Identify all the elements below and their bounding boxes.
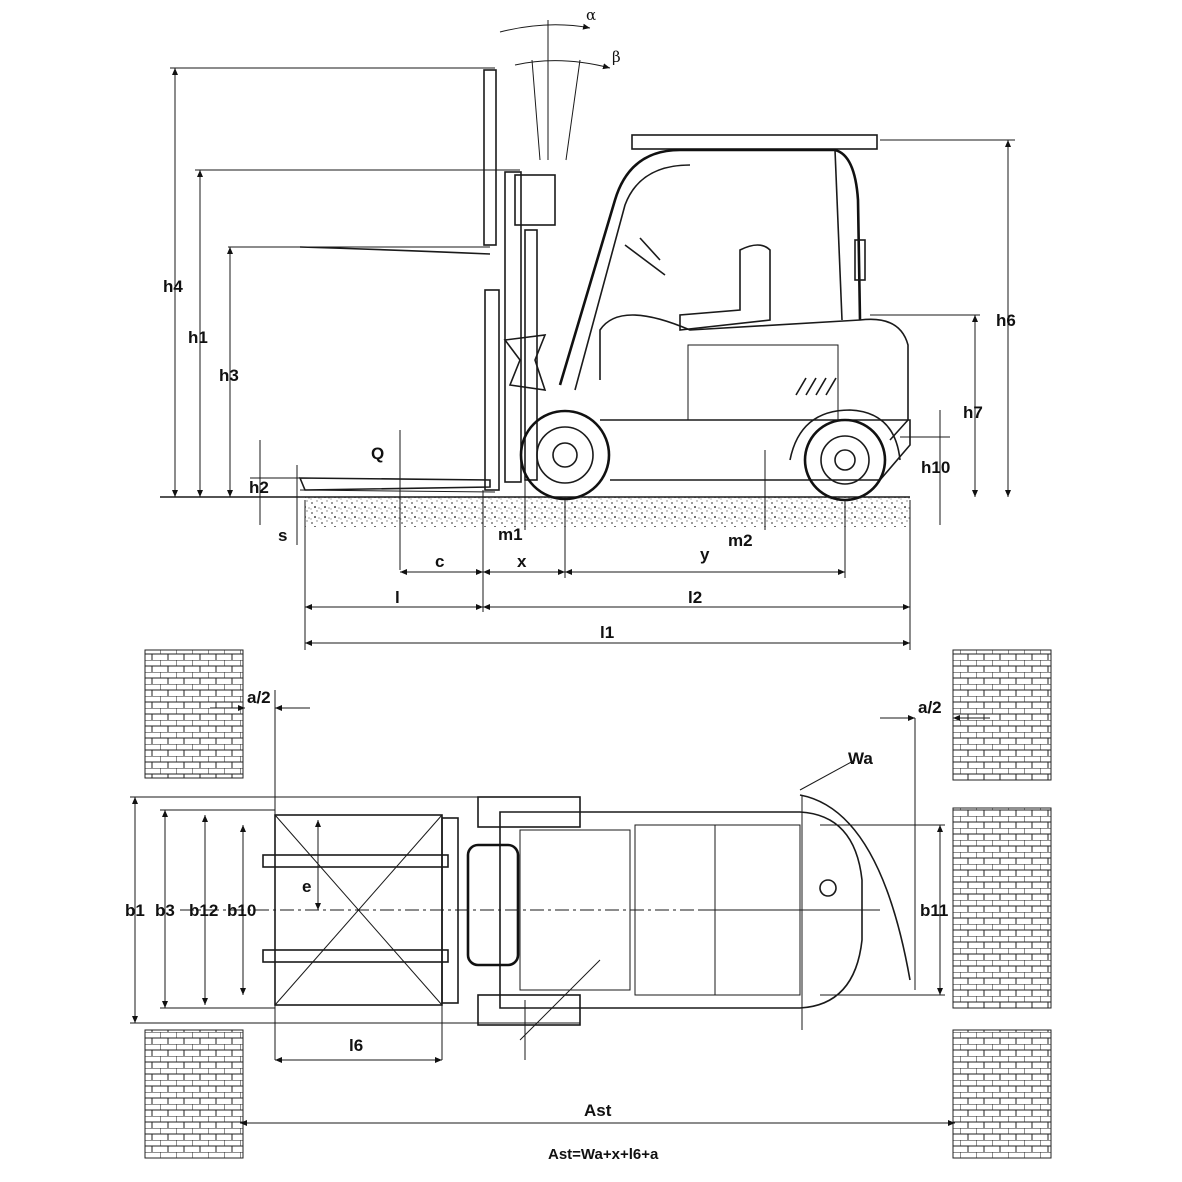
c-label: c	[435, 552, 444, 571]
mast	[484, 171, 556, 491]
side-view: α β	[160, 6, 1016, 650]
m2-label: m2	[728, 531, 753, 550]
a2-right-label: a/2	[918, 698, 942, 717]
raised-forks	[170, 67, 520, 255]
horizontal-dimensions: c x y l l2 l1	[304, 490, 911, 650]
x-label: x	[517, 552, 527, 571]
l-label: l	[395, 588, 400, 607]
l6-label: l6	[349, 1036, 363, 1055]
a2-left-label: a/2	[247, 688, 271, 707]
h10-label: h10	[921, 458, 950, 477]
beta-label: β	[612, 48, 621, 66]
vertical-dimensions: h4 h1 h3 h2 s Q m1 m2 h6 h7 h10	[163, 68, 1016, 570]
y-label: y	[700, 545, 710, 564]
s-label: s	[278, 526, 287, 545]
alpha-label: α	[586, 6, 596, 24]
b1-label: b1	[125, 901, 145, 920]
b12-label: b12	[189, 901, 218, 920]
top-view-dimensions: a/2 a/2 Wa b1 b3 b12 b10 e l6 b11 Ast As…	[125, 688, 990, 1163]
front-wheel	[519, 409, 611, 501]
b10-label: b10	[227, 901, 256, 920]
rack-bottom-left	[144, 1029, 244, 1159]
l1-label: l1	[600, 623, 614, 642]
b11-label: b11	[920, 901, 948, 920]
l2-label: l2	[688, 588, 702, 607]
forks	[298, 477, 496, 493]
h4-label: h4	[163, 277, 183, 296]
ast-formula: Ast=Wa+x+l6+a	[548, 1146, 659, 1163]
e-label: e	[302, 877, 311, 896]
truck-body	[558, 134, 911, 481]
h6-label: h6	[996, 311, 1016, 330]
h3-label: h3	[219, 366, 239, 385]
h2-label: h2	[249, 478, 269, 497]
rear-wheel	[789, 409, 901, 502]
truck-top-outline	[441, 794, 911, 1060]
m1-label: m1	[498, 525, 523, 544]
h7-label: h7	[963, 403, 983, 422]
wa-label: Wa	[848, 749, 873, 768]
h1-label: h1	[188, 328, 208, 347]
top-view: a/2 a/2 Wa b1 b3 b12 b10 e l6 b11 Ast As…	[125, 649, 1052, 1163]
rack-bottom-right	[952, 1029, 1052, 1159]
q-label: Q	[371, 444, 384, 463]
rack-top-left	[144, 649, 244, 779]
rack-top-right	[952, 649, 1052, 781]
b3-label: b3	[155, 901, 175, 920]
ground	[305, 497, 910, 527]
rack-middle-right	[952, 807, 1052, 1009]
ast-label: Ast	[584, 1101, 612, 1120]
tilt-angle-marks: α β	[499, 6, 621, 161]
